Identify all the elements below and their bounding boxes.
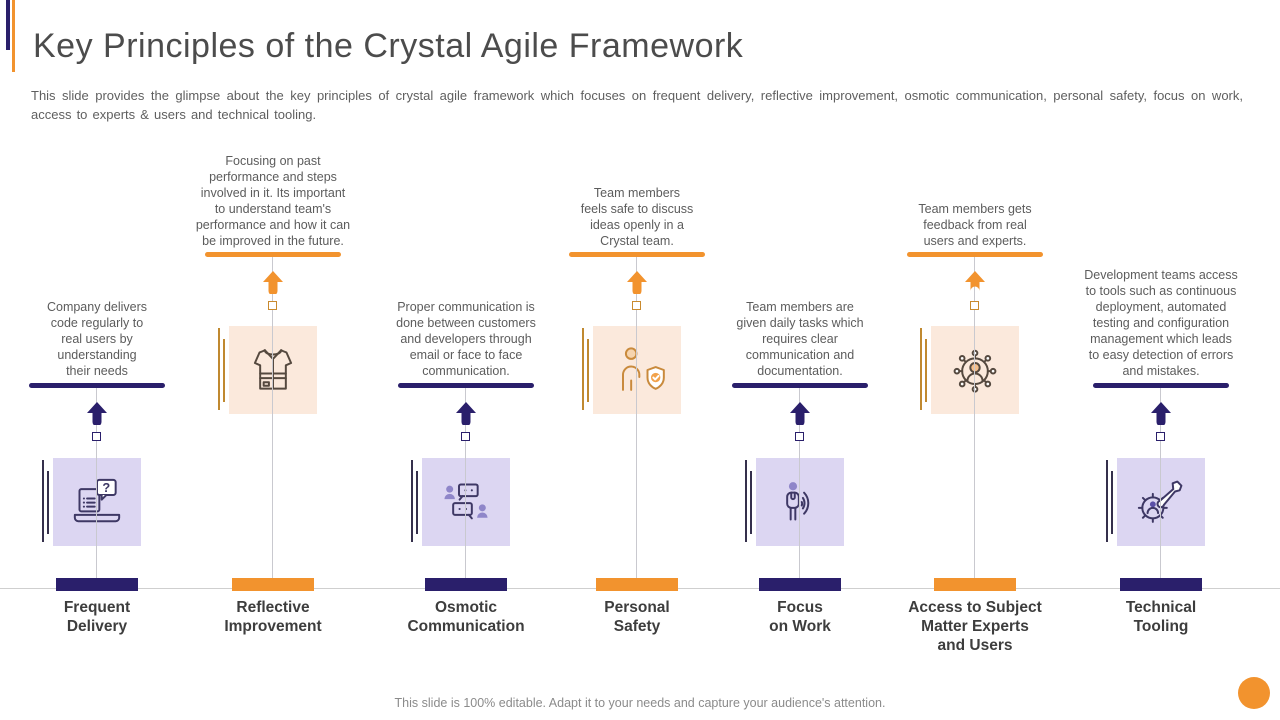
description-underline <box>907 252 1043 257</box>
up-arrow-icon <box>790 402 810 425</box>
left-accent-orange-bar <box>11 0 15 72</box>
connector-square <box>795 432 804 441</box>
up-arrow-icon <box>263 271 283 294</box>
icon-box <box>931 326 1019 414</box>
principle-label: Access to Subject Matter Experts and Use… <box>908 599 1042 654</box>
principle-description: Team members feels safe to discuss ideas… <box>580 186 694 248</box>
connector-line <box>272 257 273 588</box>
icon-box: ? <box>53 458 141 546</box>
person-shield-icon <box>622 347 665 391</box>
accent-line <box>218 328 220 410</box>
connector-square <box>461 432 470 441</box>
timeline-marker-bar <box>759 578 841 591</box>
accent-line <box>416 471 418 534</box>
accent-line <box>587 339 589 402</box>
timeline-marker-bar <box>1120 578 1202 591</box>
principle-description: Team members gets feedback from real use… <box>918 202 1032 248</box>
user-network-icon <box>953 349 997 393</box>
principle-description: Proper communication is done between cus… <box>396 300 536 378</box>
gear-wrench-icon <box>1137 480 1183 523</box>
accent-line <box>750 471 752 534</box>
accent-line <box>920 328 922 410</box>
timeline-marker-bar <box>56 578 138 591</box>
icon-box <box>1117 458 1205 546</box>
principle-column-technical-tooling: Development teams access to tools such a… <box>1076 140 1246 720</box>
accent-line <box>47 471 49 534</box>
principle-column-focus-on-work: Team members are given daily tasks which… <box>715 140 885 720</box>
connector-line <box>465 388 466 588</box>
svg-text:?: ? <box>102 480 110 495</box>
principle-description: Team members are given daily tasks which… <box>736 300 864 378</box>
accent-line <box>42 460 44 542</box>
footer-note: This slide is 100% editable. Adapt it to… <box>394 696 886 710</box>
accent-line <box>925 339 927 402</box>
connector-line <box>96 388 97 588</box>
connector-square <box>970 301 979 310</box>
icon-box <box>593 326 681 414</box>
up-arrow-icon <box>87 402 107 425</box>
principle-description: Company delivers code regularly to real … <box>46 300 148 378</box>
accent-line <box>223 339 225 402</box>
timeline-marker-bar <box>425 578 507 591</box>
description-underline <box>398 383 534 388</box>
description-underline <box>1093 383 1229 388</box>
page-title: Key Principles of the Crystal Agile Fram… <box>33 27 744 65</box>
timeline-marker-bar <box>232 578 314 591</box>
connector-line <box>1160 388 1161 588</box>
accent-line <box>411 460 413 542</box>
principle-description: Focusing on past performance and steps i… <box>195 154 351 248</box>
connector-line <box>799 388 800 588</box>
connector-square <box>1156 432 1165 441</box>
principle-description: Development teams access to tools such a… <box>1084 268 1238 378</box>
description-underline <box>205 252 341 257</box>
connector-square <box>268 301 277 310</box>
principle-label: Personal Safety <box>604 599 670 635</box>
connector-line <box>974 257 975 588</box>
accent-line <box>745 460 747 542</box>
laptop-question-icon: ? <box>73 478 121 523</box>
icon-box <box>229 326 317 414</box>
principle-column-personal-safety: Team members feels safe to discuss ideas… <box>552 140 722 720</box>
up-arrow-icon <box>456 402 476 425</box>
connector-square <box>92 432 101 441</box>
principles-timeline: Company delivers code regularly to real … <box>0 140 1280 720</box>
icon-box <box>756 458 844 546</box>
description-underline <box>29 383 165 388</box>
corner-orange-circle <box>1238 677 1270 709</box>
safety-vest-icon <box>253 349 293 390</box>
timeline-marker-bar <box>934 578 1016 591</box>
slide-subtitle: This slide provides the glimpse about th… <box>31 88 1243 122</box>
principle-column-access-experts: Team members gets feedback from real use… <box>890 140 1060 720</box>
timeline-marker-bar <box>596 578 678 591</box>
person-focus-icon <box>786 482 810 521</box>
principle-column-osmotic-communication: Proper communication is done between cus… <box>381 140 551 720</box>
accent-line <box>1106 460 1108 542</box>
up-arrow-icon <box>1151 402 1171 425</box>
principle-column-frequent-delivery: Company delivers code regularly to real … <box>12 140 182 720</box>
description-underline <box>569 252 705 257</box>
left-accent-navy-bar <box>6 0 10 50</box>
principle-label: Frequent Delivery <box>63 599 131 635</box>
principle-label: Osmotic Communication <box>407 599 525 635</box>
principle-label: Technical Tooling <box>1125 599 1197 635</box>
connector-line <box>636 257 637 588</box>
up-arrow-icon <box>965 271 985 291</box>
connector-square <box>632 301 641 310</box>
accent-line <box>1111 471 1113 534</box>
principle-label: Reflective Improvement <box>224 599 322 635</box>
up-arrow-icon <box>627 271 647 294</box>
principle-column-reflective-improvement: Focusing on past performance and steps i… <box>188 140 358 720</box>
accent-line <box>582 328 584 410</box>
chat-bubbles-icon <box>444 483 488 520</box>
principle-label: Focus on Work <box>769 599 831 635</box>
icon-box <box>422 458 510 546</box>
description-underline <box>732 383 868 388</box>
